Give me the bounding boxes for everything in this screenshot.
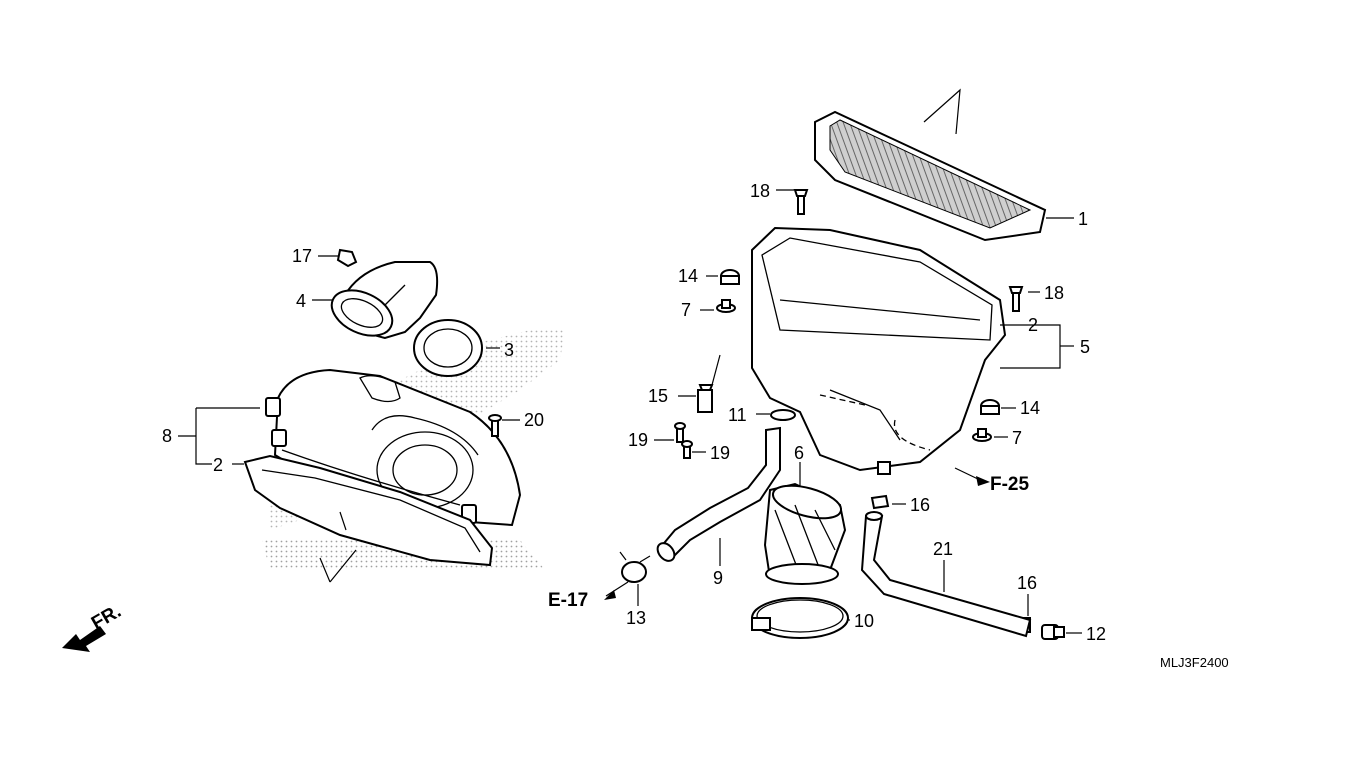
callout-20: 20: [524, 410, 544, 430]
callout-11: 11: [728, 405, 747, 425]
screw-18: [793, 189, 1024, 312]
callout-4: 4: [296, 291, 306, 311]
callout-18-right: 18: [1044, 283, 1064, 303]
callout-5: 5: [1080, 337, 1090, 357]
band-10: [751, 597, 849, 639]
screw-17: [336, 248, 358, 268]
callout-6: 6: [794, 443, 804, 463]
plug-12: [1041, 624, 1065, 640]
air-duct-cover-assembly: [243, 330, 565, 570]
collars-7: [716, 299, 992, 442]
callout-1: 1: [1078, 209, 1088, 229]
diagram-code: MLJ3F2400: [1160, 655, 1229, 670]
callout-13: 13: [626, 608, 646, 628]
clip-11: [770, 409, 796, 421]
callout-3: 3: [504, 340, 514, 360]
callout-10: 10: [854, 611, 874, 631]
ref-f25: F-25: [990, 474, 1030, 495]
callout-9: 9: [713, 568, 723, 588]
callout-2-left: 2: [213, 455, 223, 475]
hose-9: [656, 426, 781, 562]
callout-7-right: 7: [1012, 428, 1022, 448]
callout-16-bottom: 16: [1017, 573, 1037, 593]
callout-18-left: 18: [750, 181, 770, 201]
callouts: 1 2 2 3 4 5 6 7 7 8 9 10 11 12 13 14 14 …: [162, 181, 1106, 644]
callout-19-left: 19: [628, 430, 648, 450]
callout-8: 8: [162, 426, 172, 446]
callout-21: 21: [933, 539, 953, 559]
air-cleaner-element-1: [814, 110, 1047, 242]
clamp-13: [619, 551, 651, 583]
callout-14-right: 14: [1020, 398, 1040, 418]
callout-19-right: 19: [710, 443, 730, 463]
callout-12: 12: [1086, 624, 1106, 644]
callout-14-left: 14: [678, 266, 698, 286]
connecting-tube-6: [763, 482, 847, 585]
leader-lines: [178, 88, 1082, 634]
drain-tube-21: [860, 511, 1032, 638]
callout-17: 17: [292, 246, 312, 266]
callout-15: 15: [648, 386, 668, 406]
ring-seal-3: [413, 319, 483, 377]
sensor-15: [697, 354, 721, 413]
screws-19: [674, 422, 693, 459]
air-cleaner-case-5: [751, 226, 1007, 475]
callout-7-left: 7: [681, 300, 691, 320]
intake-funnel: [330, 261, 439, 340]
callout-2-right: 2: [1028, 315, 1038, 335]
front-label: FR.: [88, 601, 125, 634]
bolt-20: [488, 414, 502, 437]
front-direction-arrow: FR.: [62, 601, 125, 652]
callout-16-top: 16: [910, 495, 930, 515]
ref-e17: E-17: [548, 590, 588, 611]
grommets-14: [720, 269, 1000, 415]
